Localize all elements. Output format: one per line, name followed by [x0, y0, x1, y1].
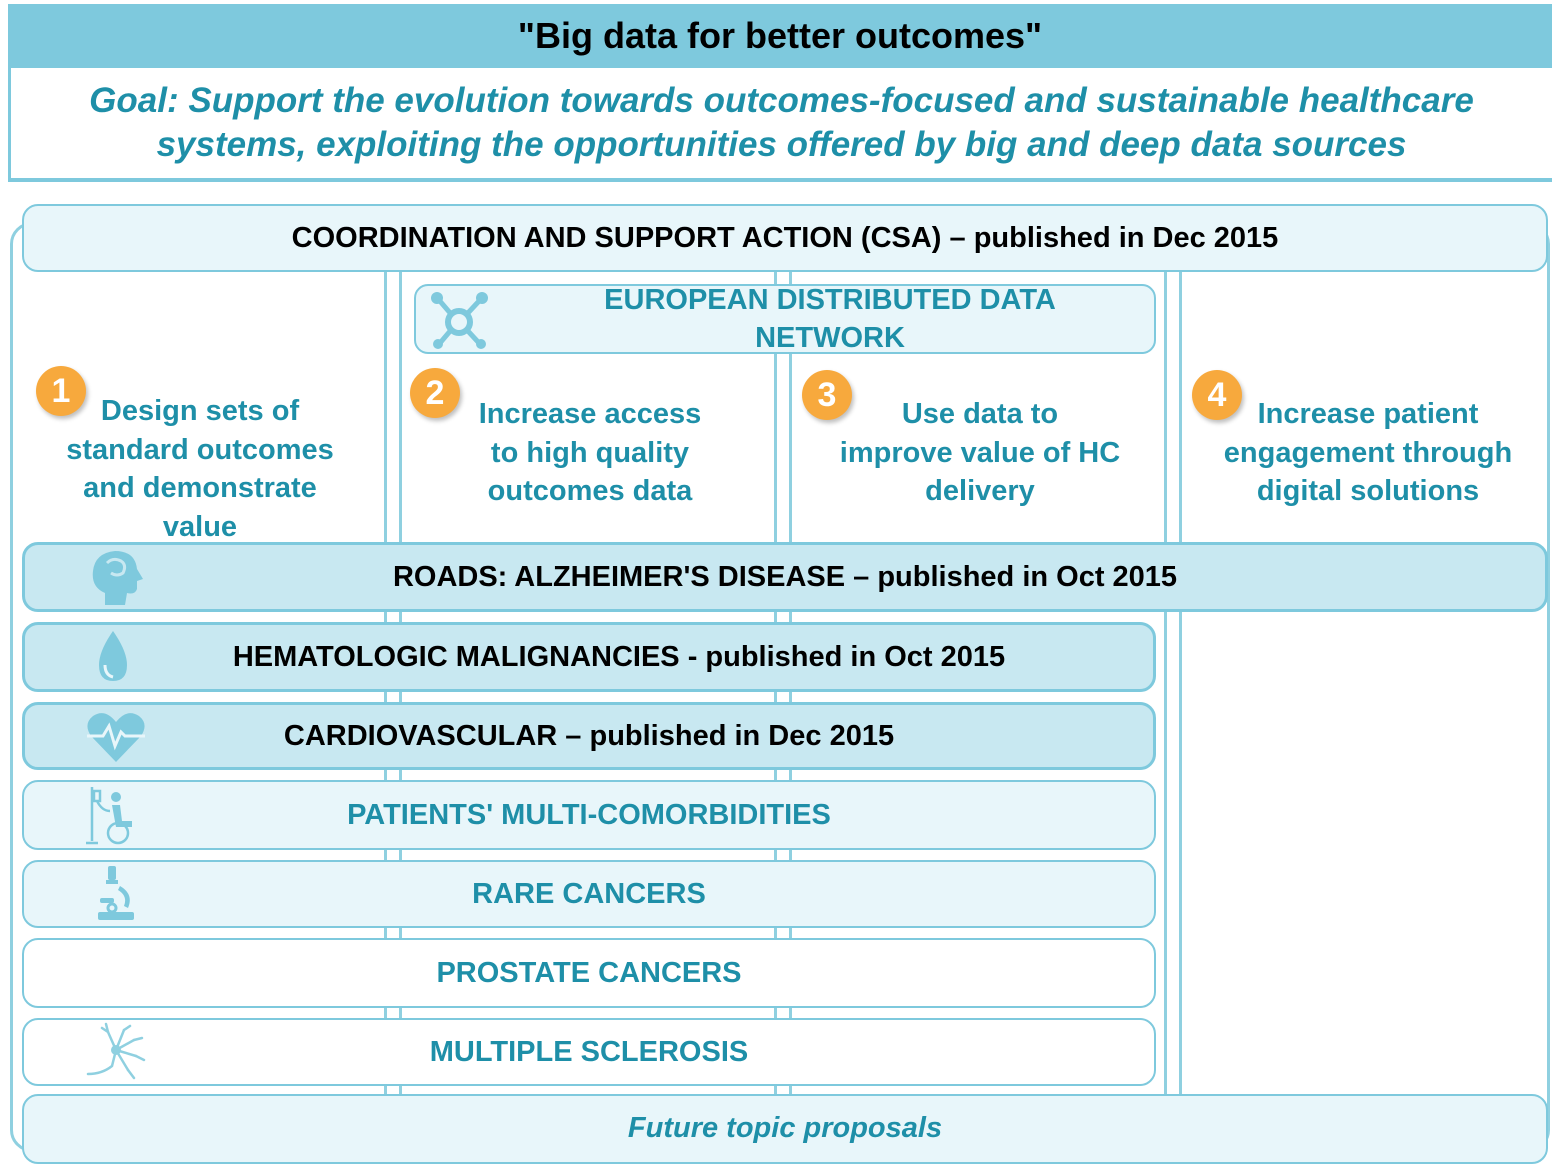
- neuron-icon: [86, 1022, 146, 1080]
- page-title: "Big data for better outcomes": [8, 4, 1552, 68]
- csa-bar: COORDINATION AND SUPPORT ACTION (CSA) – …: [22, 204, 1548, 272]
- topic-row-comorbidities: PATIENTS' MULTI-COMORBIDITIES: [22, 780, 1156, 850]
- goal-statement: Goal: Support the evolution towards outc…: [8, 68, 1552, 182]
- pillar-1-badge: 1: [36, 366, 86, 416]
- blood-drop-icon: [99, 631, 127, 681]
- pillar-divider-3: [1164, 270, 1182, 1096]
- topic-row-alzheimers: ROADS: ALZHEIMER'S DISEASE – published i…: [22, 542, 1548, 612]
- future-topics-label: Future topic proposals: [627, 1111, 943, 1144]
- goal-line-2: systems, exploiting the opportunities of…: [156, 125, 1407, 164]
- topic-label-alzheimers: ROADS: ALZHEIMER'S DISEASE – published i…: [392, 560, 1178, 593]
- topic-label-cardiovascular: CARDIOVASCULAR – published in Dec 2015: [283, 719, 895, 752]
- pillar-3-badge: 3: [802, 370, 852, 420]
- goal-line-1: Goal: Support the evolution towards outc…: [89, 81, 1474, 120]
- topic-label-rare-cancers: RARE CANCERS: [472, 877, 706, 910]
- data-network-line-2: NETWORK: [755, 322, 905, 354]
- microscope-icon: [98, 866, 134, 920]
- data-network-title: EUROPEAN DISTRIBUTED DATA NETWORK: [604, 281, 1056, 357]
- data-network-bar: EUROPEAN DISTRIBUTED DATA NETWORK: [414, 284, 1156, 354]
- topic-label-multiple-sclerosis: MULTIPLE SCLEROSIS: [429, 1035, 749, 1068]
- heart-pulse-icon: [87, 713, 145, 762]
- network-icon: [431, 292, 488, 349]
- head-profile-icon: [92, 551, 143, 605]
- topic-label-hematologic: HEMATOLOGIC MALIGNANCIES - published in …: [232, 640, 1006, 673]
- pillar-2-text: Increase access to high quality outcomes…: [478, 398, 702, 507]
- pillar-3-text: Use data to improve value of HC delivery: [839, 398, 1121, 507]
- future-topics-bar: Future topic proposals: [22, 1094, 1548, 1164]
- pillar-4-text: Increase patient engagement through digi…: [1223, 398, 1513, 507]
- topic-row-multiple-sclerosis: MULTIPLE SCLEROSIS: [22, 1018, 1156, 1086]
- topic-row-prostate-cancers: PROSTATE CANCERS: [22, 938, 1156, 1008]
- pillar-2-badge: 2: [410, 368, 460, 418]
- wheelchair-drip-icon: [86, 787, 132, 845]
- topic-row-rare-cancers: RARE CANCERS: [22, 860, 1156, 928]
- pillar-4-badge: 4: [1192, 370, 1242, 420]
- topic-row-hematologic: HEMATOLOGIC MALIGNANCIES - published in …: [22, 622, 1156, 692]
- csa-label: COORDINATION AND SUPPORT ACTION (CSA) – …: [291, 221, 1279, 254]
- topic-label-prostate-cancers: PROSTATE CANCERS: [436, 956, 742, 989]
- data-network-line-1: EUROPEAN DISTRIBUTED DATA: [604, 284, 1056, 316]
- topic-row-cardiovascular: CARDIOVASCULAR – published in Dec 2015: [22, 702, 1156, 770]
- topic-label-comorbidities: PATIENTS' MULTI-COMORBIDITIES: [347, 798, 831, 831]
- pillar-1-text: Design sets of standard outcomes and dem…: [66, 395, 334, 543]
